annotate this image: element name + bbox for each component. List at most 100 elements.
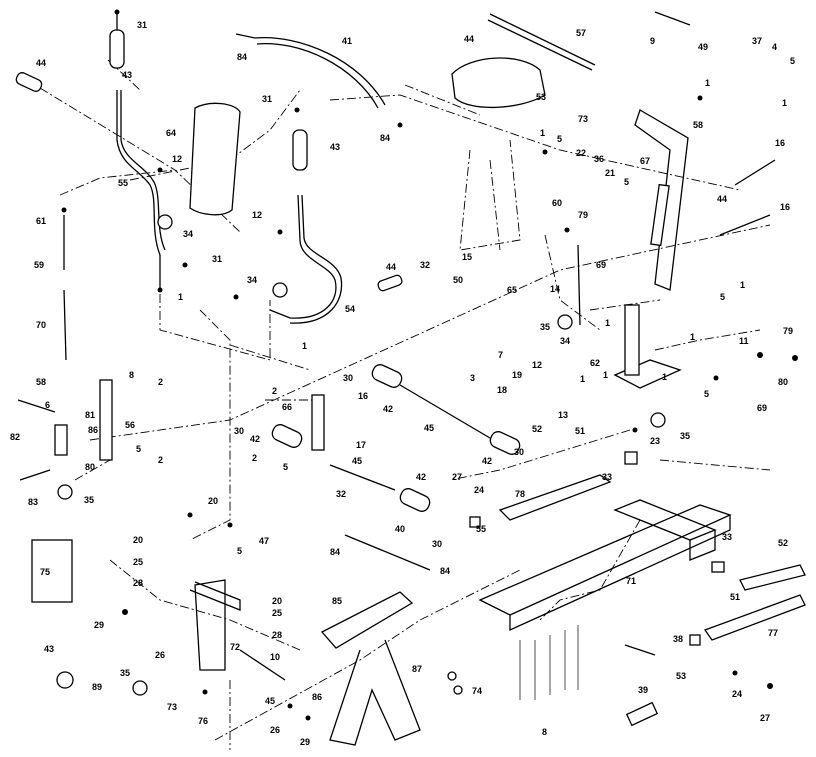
fastener-dots xyxy=(61,9,798,721)
part-41-arc-bar xyxy=(254,36,386,106)
part-33-block-a xyxy=(624,451,638,465)
callout-86: 86 xyxy=(88,425,98,435)
part-70-rod xyxy=(63,289,67,361)
callout-83: 83 xyxy=(28,497,38,507)
callout-54: 54 xyxy=(345,304,355,314)
callout-15: 15 xyxy=(462,252,472,262)
part-53-cap-b xyxy=(689,634,701,646)
callout-82-a: 82 xyxy=(10,432,20,442)
part-74-clip xyxy=(447,671,457,681)
part-45-axle-a xyxy=(399,384,491,439)
callout-23: 23 xyxy=(650,436,660,446)
callout-22: 22 xyxy=(576,148,586,158)
callout-1-f: 1 xyxy=(740,280,745,290)
part-85-bench xyxy=(320,591,414,649)
callout-12-c: 12 xyxy=(532,360,542,370)
callout-45-c: 45 xyxy=(265,696,275,706)
callout-27-b: 27 xyxy=(760,713,770,723)
callout-34-a: 34 xyxy=(183,229,193,239)
callout-85: 85 xyxy=(332,596,342,606)
assembly-guide-lines xyxy=(39,59,771,750)
callout-53-a: 53 xyxy=(536,92,546,102)
part-42-roller-a xyxy=(371,364,403,388)
callout-45-a: 45 xyxy=(352,456,362,466)
part-35-pulley-d xyxy=(132,680,148,696)
callout-labels: 31 43 44 84 41 31 84 64 43 55 12 34 61 5… xyxy=(10,20,795,747)
callout-2-a: 2 xyxy=(158,377,163,387)
callout-55-b: 55 xyxy=(476,524,486,534)
callout-6: 6 xyxy=(45,400,50,410)
callout-75: 75 xyxy=(40,567,50,577)
part-10-rod xyxy=(239,649,286,681)
callout-1-d: 1 xyxy=(782,98,787,108)
part-64-back-pad xyxy=(189,102,241,216)
callout-79-a: 79 xyxy=(578,210,588,220)
callout-5-e: 5 xyxy=(790,56,795,66)
callout-34-b: 34 xyxy=(247,275,257,285)
callout-79-b: 79 xyxy=(783,326,793,336)
callout-31-b: 31 xyxy=(262,94,272,104)
callout-31-c: 31 xyxy=(212,254,222,264)
callout-55: 55 xyxy=(118,178,128,188)
callout-1-j: 1 xyxy=(603,370,608,380)
callout-84-b: 84 xyxy=(380,133,390,143)
callout-1-c: 1 xyxy=(540,128,545,138)
callout-76: 76 xyxy=(198,716,208,726)
callout-37: 37 xyxy=(752,36,762,46)
callout-16-b: 16 xyxy=(775,138,785,148)
callout-14: 14 xyxy=(550,284,560,294)
callout-38: 38 xyxy=(673,634,683,644)
part-44-foam-left xyxy=(15,72,43,92)
part-42-roller-c xyxy=(489,431,521,455)
part-43-grip-left xyxy=(109,29,125,69)
part-44-foam-mid xyxy=(377,274,403,292)
callout-31-a: 31 xyxy=(137,20,147,30)
callout-21: 21 xyxy=(605,168,615,178)
callout-78: 78 xyxy=(515,489,525,499)
part-35-pulley-b xyxy=(557,314,573,330)
callout-51-b: 51 xyxy=(730,592,740,602)
callout-84-c: 84 xyxy=(330,547,340,557)
callout-30-d: 30 xyxy=(432,539,442,549)
callout-69-a: 69 xyxy=(596,260,606,270)
callout-43-a: 43 xyxy=(122,70,132,80)
callout-16-c: 16 xyxy=(780,202,790,212)
callout-24-b: 24 xyxy=(732,689,742,699)
callout-65: 65 xyxy=(507,285,517,295)
callout-3: 3 xyxy=(470,373,475,383)
callout-61: 61 xyxy=(36,216,46,226)
callout-44-b: 44 xyxy=(386,262,396,272)
callout-26-a: 26 xyxy=(155,650,165,660)
part-34-pulley-right xyxy=(272,282,288,298)
callout-8: 8 xyxy=(129,370,134,380)
callout-56: 56 xyxy=(125,420,135,430)
callout-45-b: 45 xyxy=(424,423,434,433)
callout-39: 39 xyxy=(638,685,648,695)
callout-73-a: 73 xyxy=(578,114,588,124)
callout-5-g: 5 xyxy=(704,389,709,399)
part-77-arm xyxy=(703,594,806,641)
callout-41: 41 xyxy=(342,36,352,46)
callout-89: 89 xyxy=(92,682,102,692)
callout-5-b: 5 xyxy=(283,462,288,472)
callout-24-a: 24 xyxy=(474,485,484,495)
callout-58-b: 58 xyxy=(693,120,703,130)
part-8-bolts xyxy=(519,625,579,700)
part-55-lat-bar xyxy=(116,90,161,290)
callout-32-a: 32 xyxy=(336,489,346,499)
part-shapes xyxy=(15,11,806,746)
callout-52: 52 xyxy=(532,424,542,434)
part-53-cap-a xyxy=(469,516,481,528)
callout-42-c: 42 xyxy=(482,456,492,466)
part-72-upright xyxy=(194,579,226,671)
callout-18: 18 xyxy=(497,385,507,395)
callout-36: 36 xyxy=(594,154,604,164)
part-57-top-bar xyxy=(489,13,596,66)
part-67-upright xyxy=(634,109,689,291)
callout-1-a: 1 xyxy=(178,292,183,302)
callout-59: 59 xyxy=(34,260,44,270)
callout-33-b: 33 xyxy=(722,532,732,542)
part-44-bar-right xyxy=(734,159,776,186)
callout-42-b: 42 xyxy=(383,404,393,414)
